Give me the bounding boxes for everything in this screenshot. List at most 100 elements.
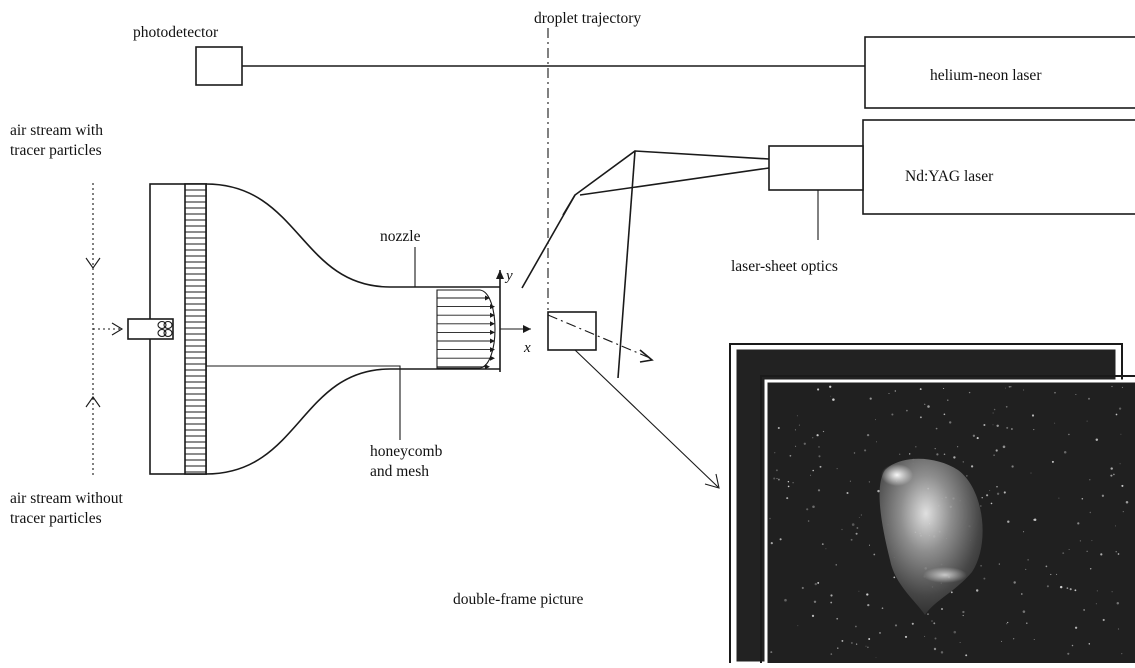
- particle-speck: [1004, 491, 1006, 493]
- particle-speck: [1087, 551, 1088, 552]
- particle-speck: [1013, 638, 1014, 639]
- air-stream-without-label-line-2: tracer particles: [10, 510, 102, 527]
- particle-speck: [1054, 392, 1056, 394]
- particle-speck: [817, 388, 819, 390]
- particle-speck: [957, 446, 958, 447]
- particle-speck: [1100, 553, 1102, 555]
- velocity-arrowhead: [490, 356, 495, 361]
- particle-speck: [935, 448, 936, 449]
- particle-speck: [1064, 451, 1067, 454]
- particle-speck: [905, 636, 907, 638]
- mirror-line: [563, 195, 575, 215]
- particle-speck: [989, 490, 990, 491]
- particle-speck: [776, 478, 777, 479]
- particle-speck: [850, 481, 851, 482]
- particle-speck: [1097, 590, 1098, 591]
- particle-speck: [818, 489, 820, 491]
- laser-beam-path-2: [580, 168, 769, 195]
- laser-sheet-optics-box: [769, 146, 863, 190]
- particle-speck: [1091, 540, 1092, 541]
- particle-speck: [1103, 619, 1105, 621]
- particle-speck: [856, 527, 858, 529]
- particle-speck: [1116, 414, 1118, 416]
- particle-speck: [837, 647, 838, 648]
- particle-speck: [818, 446, 820, 448]
- particle-speck: [1115, 525, 1116, 526]
- particle-speck: [1096, 438, 1098, 440]
- particle-speck: [909, 453, 910, 454]
- particle-speck: [836, 618, 838, 620]
- particle-speck: [1009, 386, 1011, 388]
- particle-speck: [780, 538, 782, 540]
- particle-speck: [797, 415, 798, 416]
- particle-speck: [859, 517, 860, 518]
- particle-speck: [1026, 622, 1027, 623]
- particle-speck: [1068, 434, 1069, 435]
- particle-speck: [867, 604, 869, 606]
- particle-speck: [944, 413, 946, 415]
- particle-speck: [1111, 467, 1113, 469]
- particle-speck: [866, 646, 867, 647]
- air-stream-with-label-line-2: tracer particles: [10, 142, 102, 159]
- laser-sheet-plane: [618, 151, 635, 378]
- particle-speck: [786, 497, 788, 499]
- particle-speck: [1089, 643, 1090, 644]
- particle-speck: [1006, 406, 1008, 408]
- particle-speck: [808, 520, 810, 522]
- particle-speck: [1056, 574, 1057, 575]
- particle-speck: [784, 599, 787, 602]
- particle-speck: [854, 452, 855, 453]
- particle-speck: [963, 461, 964, 462]
- particle-speck: [1010, 386, 1011, 387]
- nozzle-label: nozzle: [380, 228, 421, 245]
- particle-speck: [1033, 429, 1034, 430]
- laser-sheet-optics-label: laser-sheet optics: [731, 258, 838, 275]
- particle-speck: [774, 452, 775, 453]
- particle-speck: [851, 539, 853, 541]
- particle-speck: [1062, 552, 1064, 554]
- y-axis-arrowhead: [496, 270, 504, 279]
- particle-speck: [1034, 639, 1035, 640]
- particle-speck: [812, 437, 813, 438]
- particle-speck: [812, 506, 815, 509]
- particle-speck: [996, 486, 997, 487]
- particle-speck: [879, 632, 881, 634]
- particle-speck: [1050, 574, 1051, 575]
- particle-speck: [882, 607, 884, 609]
- honeycomb-label-line-1: honeycomb: [370, 443, 443, 460]
- particle-speck: [1077, 522, 1079, 524]
- particle-speck: [915, 446, 917, 448]
- particle-speck: [920, 416, 922, 418]
- particle-speck: [1090, 512, 1091, 513]
- particle-speck: [1088, 398, 1090, 400]
- particle-speck: [795, 429, 796, 430]
- particle-speck: [864, 449, 866, 451]
- particle-speck: [1011, 465, 1013, 467]
- particle-speck: [837, 468, 838, 469]
- particle-speck: [924, 404, 925, 405]
- particle-speck: [1023, 389, 1024, 390]
- particle-speck: [962, 611, 964, 613]
- particle-speck: [1072, 645, 1074, 647]
- particle-speck: [1118, 553, 1120, 555]
- particle-speck: [1096, 603, 1097, 604]
- particle-speck: [934, 648, 936, 650]
- particle-speck: [836, 564, 837, 565]
- particle-speck: [802, 587, 804, 589]
- particle-speck: [870, 398, 872, 400]
- particle-speck: [895, 390, 896, 391]
- particle-speck: [891, 413, 893, 415]
- particle-speck: [1023, 610, 1026, 613]
- air-stream-with-label-line-1: air stream with: [10, 122, 103, 139]
- particle-speck: [997, 493, 999, 495]
- particle-speck: [1034, 519, 1037, 522]
- particle-speck: [867, 647, 869, 649]
- particle-speck: [1120, 434, 1121, 435]
- particle-speck: [1067, 653, 1069, 655]
- particle-speck: [1126, 501, 1129, 504]
- particle-speck: [1031, 473, 1032, 474]
- particle-speck: [1087, 421, 1088, 422]
- particle-speck: [906, 410, 908, 412]
- nozzle-upper-wall: [206, 184, 500, 287]
